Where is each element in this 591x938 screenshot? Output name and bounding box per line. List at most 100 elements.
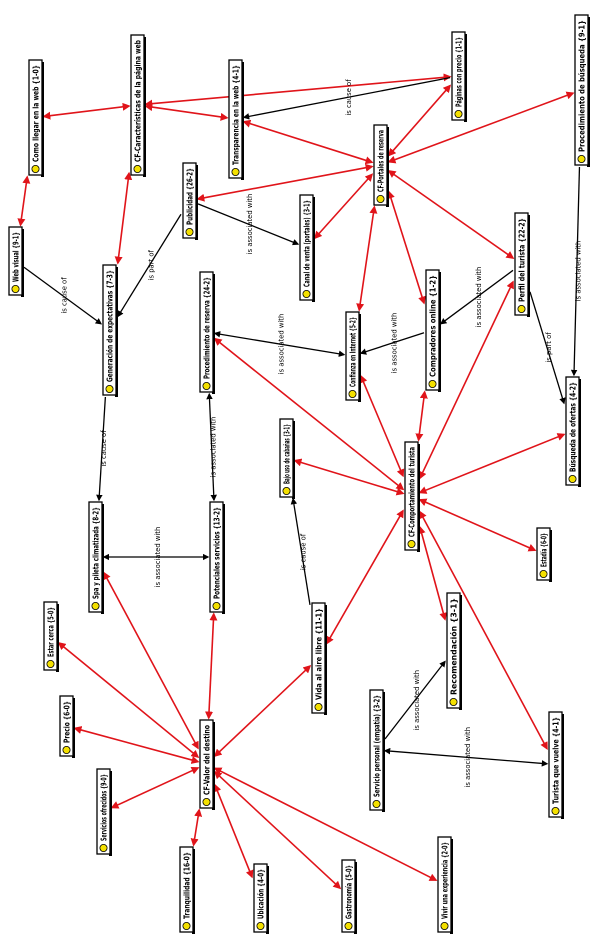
- node-potenciales-servicios[interactable]: Potenciales servicios {13-2}: [209, 501, 225, 614]
- node-procedimiento-reserva[interactable]: Procedimiento de reserva {24-2}: [199, 271, 215, 394]
- node-gastronomia[interactable]: Gastronomía {5-0}: [341, 859, 357, 934]
- node-vida-aire-libre[interactable]: Vida al aire libre {11-1}: [311, 602, 327, 715]
- node-compradores-online[interactable]: Compradores online {1-2}: [425, 269, 441, 392]
- sun-icon: [372, 800, 381, 809]
- node-perfil-turista[interactable]: Perfil del turista {22-2}: [514, 212, 530, 317]
- sun-icon: [440, 922, 449, 931]
- node-label: CF-Comportamiento del turista: [407, 447, 417, 537]
- node-canal-venta[interactable]: Canal de venta (portales) {3-1}: [299, 194, 315, 302]
- sun-icon: [539, 570, 548, 579]
- edge-cf_caracteristicas-to-paginas_precio: [144, 73, 452, 108]
- sun-icon: [551, 807, 560, 816]
- node-cf-portales[interactable]: CF-Portales de reserva: [373, 124, 389, 207]
- edge-bajo_uso_cabanas-to-cf_comportamiento: [293, 458, 405, 496]
- sun-icon: [182, 922, 191, 931]
- sun-icon: [256, 922, 265, 931]
- node-label: Estadía {6-0}: [539, 533, 549, 567]
- edge-label: is cause of: [345, 79, 353, 116]
- node-box: [88, 501, 103, 613]
- node-label: Gastronomía {5-0}: [344, 865, 354, 919]
- edge-publicidad-to-generacion_expectativas: [117, 213, 182, 318]
- node-label: CF-Portales de reserva: [376, 130, 386, 192]
- edge-label: is cause of: [300, 533, 308, 570]
- edge-cf_portales-to-compradores_online: [387, 190, 426, 305]
- node-label: Búsqueda de ofertas {4-2}: [568, 382, 578, 472]
- sun-icon: [202, 381, 211, 390]
- node-box: [514, 212, 529, 316]
- edge-spa_pileta-to-cf_valor_destino: [103, 571, 199, 750]
- node-paginas-precio[interactable]: Páginas con precio {1-1}: [451, 31, 467, 122]
- node-publicidad[interactable]: Publicidad {26-2}: [182, 162, 198, 240]
- node-box: [311, 602, 326, 714]
- node-tranquilidad[interactable]: Tranquilidad {16-0}: [179, 846, 195, 934]
- node-transparencia[interactable]: Transparencia en la web {4-1}: [228, 59, 244, 180]
- sun-icon: [449, 698, 458, 707]
- edge-servicios_ofrecidos-to-cf_valor_destino: [110, 766, 200, 809]
- edge-procedimiento_reserva-to-cf_comportamiento: [213, 337, 405, 491]
- node-box: [548, 711, 563, 818]
- node-turista-vuelve[interactable]: Turista que vuelve {4-1}: [548, 711, 564, 819]
- node-bajo-uso-cabanas[interactable]: Bajo uso de cabañas {3-1}: [279, 418, 295, 499]
- edge-perfil_turista-to-busqueda_ofertas: [529, 291, 566, 405]
- node-box: [404, 441, 419, 551]
- node-cf-caracteristicas[interactable]: CF-Características de la página web: [130, 34, 146, 177]
- node-box: [341, 859, 356, 933]
- node-confianza-internet[interactable]: Confianza en Internet {5-2}: [345, 311, 361, 402]
- edge-paginas_precio-to-cf_portales: [387, 84, 452, 157]
- node-web-visual[interactable]: Web visual {9-1}: [8, 226, 24, 297]
- node-box: [199, 271, 214, 393]
- node-cf-comportamiento[interactable]: CF-Comportamiento del turista: [404, 441, 420, 552]
- edge-servicio_personal-to-recomendacion: [384, 660, 446, 740]
- node-ubicacion[interactable]: Ubicación {4-0}: [253, 863, 269, 934]
- node-estadia[interactable]: Estadía {6-0}: [536, 527, 552, 582]
- edge-label: is associated with: [575, 241, 583, 302]
- node-generacion-expectativas[interactable]: Generación de expectativas {7-3}: [102, 264, 118, 397]
- node-box: [279, 418, 294, 498]
- node-box: [182, 162, 197, 239]
- node-spa-pileta[interactable]: Spa y pileta climatizada {8-2}: [88, 501, 104, 614]
- node-box: [345, 311, 360, 401]
- node-label: Tranquilidad {16-0}: [182, 852, 192, 919]
- edge-transparencia-to-cf_portales: [242, 119, 374, 165]
- node-recomendacion[interactable]: Recomendación {3-1}: [446, 592, 462, 710]
- edge-label: is cause of: [100, 430, 108, 467]
- node-servicios-ofrecidos[interactable]: Servicios ofrecidos {9-0}: [96, 768, 112, 856]
- edge-procedimiento_reserva-to-potenciales_servicios: [206, 392, 217, 502]
- edge-paginas_precio-to-transparencia: [242, 77, 451, 120]
- node-como-llegar[interactable]: Como llegar en la web {1-0}: [28, 59, 44, 177]
- node-box: [574, 14, 589, 166]
- node-box: [199, 719, 214, 809]
- node-servicio-personal[interactable]: Servicio personal (empatía) {3-2}: [369, 689, 385, 812]
- node-vivir-experiencia[interactable]: Vivir una experiencia {2-0}: [437, 836, 453, 934]
- node-box: [373, 124, 388, 206]
- edge-label: is associated with: [391, 313, 399, 374]
- node-busqueda-ofertas[interactable]: Búsqueda de ofertas {4-2}: [565, 376, 581, 487]
- edge-label: is associated with: [475, 267, 483, 328]
- node-box: [253, 863, 268, 933]
- sun-icon: [11, 284, 20, 293]
- edge-label: is associated with: [154, 527, 162, 588]
- node-estar-cerca[interactable]: Estar cerca {5-0}: [43, 601, 59, 672]
- node-label: Transparencia en la web {4-1}: [231, 65, 241, 165]
- edge-precio-to-cf_valor_destino: [73, 726, 200, 764]
- node-label: Generación de expectativas {7-3}: [105, 270, 115, 382]
- sun-icon: [568, 474, 577, 483]
- edge-generacion_expectativas-to-spa_pileta: [96, 396, 107, 502]
- node-box: [96, 768, 111, 855]
- node-precio[interactable]: Precio {6-0}: [59, 695, 75, 758]
- node-label: Vivir una experiencia {2-0}: [440, 842, 450, 919]
- sun-icon: [282, 486, 291, 495]
- edge-recomendacion-to-cf_comportamiento: [417, 525, 448, 621]
- edge-publicidad-to-canal_venta: [197, 203, 300, 246]
- sun-icon: [105, 384, 114, 393]
- sun-icon: [302, 289, 311, 298]
- sun-icon: [407, 540, 416, 549]
- node-cf-valor-destino[interactable]: CF-Valor del destino: [199, 719, 215, 810]
- edge-cf_portales-to-perfil_turista: [387, 170, 515, 259]
- node-box: [102, 264, 117, 396]
- edge-vida_aire_libre-to-bajo_uso_cabanas: [290, 497, 311, 605]
- node-label: Ubicación {4-0}: [256, 869, 266, 919]
- node-box: [228, 59, 243, 179]
- node-procedimiento-busqueda[interactable]: Procedimiento de búsqueda {9-1}: [574, 14, 590, 167]
